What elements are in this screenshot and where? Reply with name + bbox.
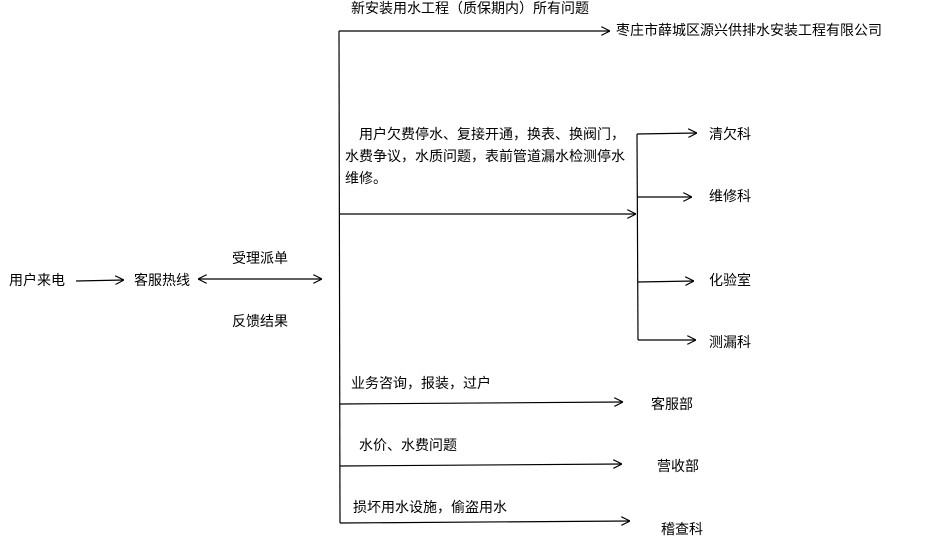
edge-label-price: 水价、水费问题 (359, 438, 457, 454)
node-caller: 用户来电 (9, 273, 65, 289)
arrow-caller-to-hotline (75, 280, 124, 281)
arrow-to-arrears (636, 133, 697, 134)
node-billing-dept: 营收部 (657, 459, 699, 475)
edge-label-new-install: 新安装用水工程（质保期内）所有问题 (351, 1, 589, 17)
edge-label-repair-issues: 用户欠费停水、复接开通，换表、换阀门，水费争议，水质问题，表前管道漏水检测停水维… (345, 127, 625, 187)
edge-label-dispatch: 受理派单 (232, 251, 288, 267)
node-arrears: 清欠科 (709, 127, 751, 143)
secondary-trunk-line (636, 133, 639, 341)
edge-label-feedback: 反馈结果 (232, 314, 288, 330)
node-leak: 测漏科 (709, 335, 751, 351)
node-contractor: 枣庄市薛城区源兴供排水安装工程有限公司 (616, 23, 882, 39)
arrow-to-billing-dept (339, 464, 622, 466)
node-maintenance: 维修科 (709, 189, 751, 205)
arrow-to-inspection (339, 521, 630, 523)
edge-label-damage: 损坏用水设施，偷盗用水 (353, 500, 507, 516)
main-trunk-line (338, 30, 341, 524)
arrow-to-lab (637, 281, 694, 282)
node-hotline: 客服热线 (134, 273, 190, 289)
edge-label-business: 业务咨询，报装，过户 (351, 376, 491, 392)
node-inspection: 稽查科 (661, 522, 703, 538)
arrow-to-service-dept (339, 402, 623, 404)
node-lab: 化验室 (709, 273, 751, 289)
node-service-dept: 客服部 (651, 397, 693, 413)
